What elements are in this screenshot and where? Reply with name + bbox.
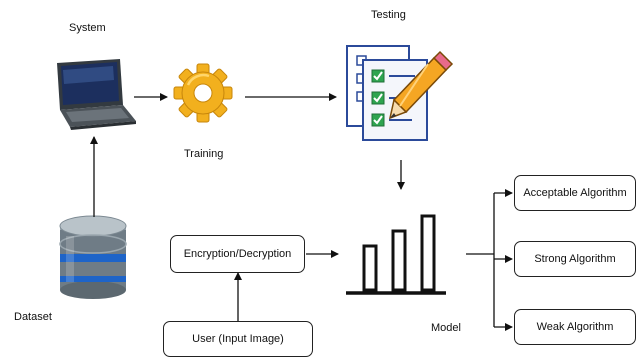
- model-label: Model: [431, 322, 461, 334]
- testing-label: Testing: [371, 9, 406, 21]
- acceptable-algorithm-box: Acceptable Algorithm: [514, 175, 636, 211]
- bar-chart-icon: [346, 214, 446, 295]
- training-label: Training: [184, 148, 224, 160]
- strong-algorithm-box: Strong Algorithm: [514, 241, 636, 277]
- database-icon: [59, 215, 127, 299]
- weak-algorithm-box: Weak Algorithm: [514, 309, 636, 345]
- system-label: System: [69, 22, 106, 34]
- gear-icon: [173, 63, 233, 123]
- laptop-icon: [57, 59, 136, 130]
- dataset-label: Dataset: [14, 311, 52, 323]
- user-input-image-box: User (Input Image): [163, 321, 313, 357]
- checklist-pencil-icon: [346, 45, 454, 141]
- encryption-decryption-box: Encryption/Decryption: [170, 235, 305, 273]
